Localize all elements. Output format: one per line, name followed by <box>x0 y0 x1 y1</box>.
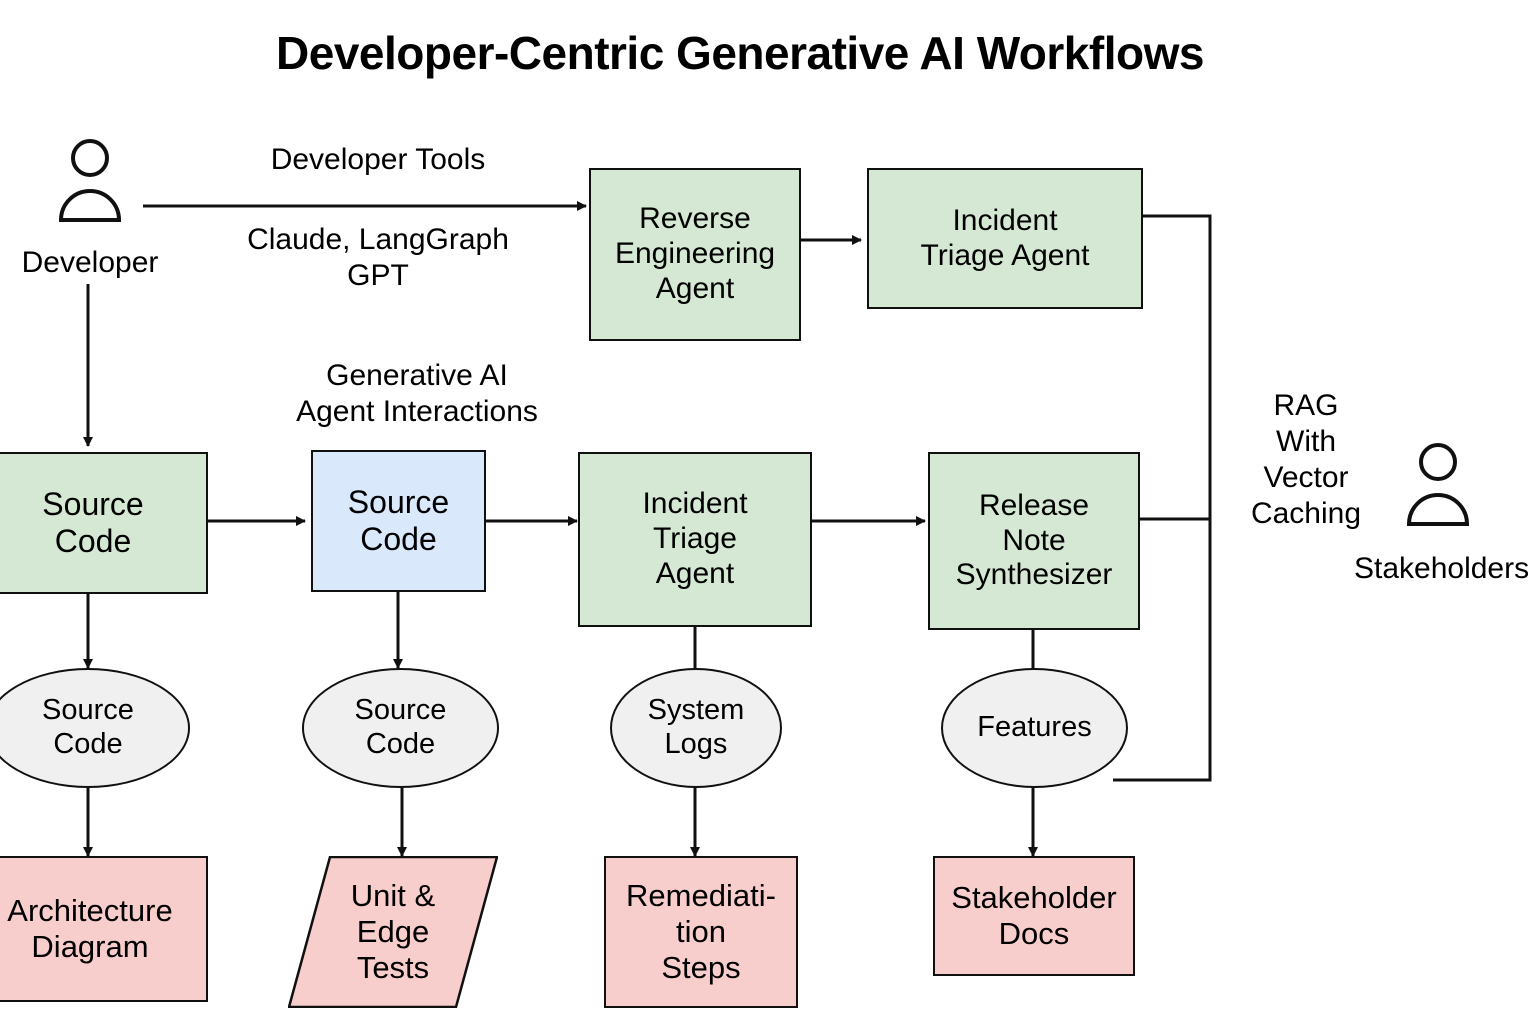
node-unit-edge-tests-label: Unit & Edge Tests <box>350 878 436 985</box>
edge-label-developer-tools: Developer Tools <box>270 143 486 176</box>
node-remediation-steps[interactable]: Remediati- tion Steps <box>604 856 798 1008</box>
node-source-code-green[interactable]: Source Code <box>0 452 208 594</box>
edge-label-genai-interactions: Generative AI Agent Interactions <box>296 359 538 428</box>
edge-label-rag: RAG With Vector Caching <box>1250 389 1362 530</box>
stakeholders-actor-label: Stakeholders <box>1354 552 1530 585</box>
node-reverse-engineering-agent[interactable]: Reverse Engineering Agent <box>589 168 801 341</box>
node-unit-edge-tests[interactable]: Unit & Edge Tests <box>288 856 498 1008</box>
edge-label-models: Claude, LangGraph GPT <box>247 223 509 292</box>
node-stakeholder-docs[interactable]: Stakeholder Docs <box>933 856 1135 976</box>
node-release-note-synthesizer[interactable]: Release Note Synthesizer <box>928 452 1140 630</box>
node-source-code-blue[interactable]: Source Code <box>311 450 486 592</box>
node-incident-triage-agent-mid[interactable]: Incident Triage Agent <box>578 452 812 627</box>
parallelogram-shape <box>288 856 498 1008</box>
stakeholders-actor-icon <box>1404 442 1472 531</box>
node-architecture-diagram[interactable]: Architecture Diagram <box>0 856 208 1002</box>
node-system-logs[interactable]: System Logs <box>610 668 782 788</box>
node-incident-triage-agent-top[interactable]: Incident Triage Agent <box>867 168 1143 309</box>
node-source-code-ellipse-1[interactable]: Source Code <box>0 668 190 788</box>
node-features[interactable]: Features <box>941 668 1128 788</box>
page-title: Developer-Centric Generative AI Workflow… <box>276 27 1204 79</box>
developer-actor-label: Developer <box>21 246 159 279</box>
developer-actor-icon <box>56 138 124 227</box>
node-source-code-ellipse-2[interactable]: Source Code <box>302 668 499 788</box>
